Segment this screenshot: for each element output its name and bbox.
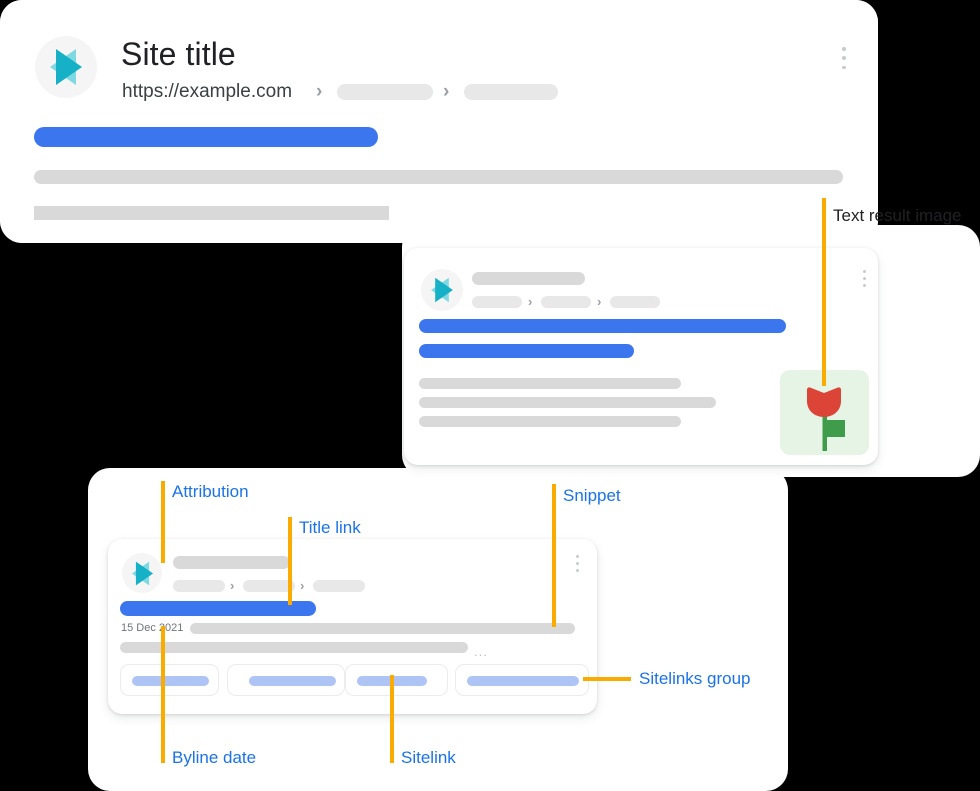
snippet-line	[419, 378, 681, 389]
tulip-flower-icon	[780, 387, 869, 455]
callout-label-text-result-image: Text result image	[833, 206, 962, 225]
site-title: Site title	[121, 36, 236, 72]
byline-date: 15 Dec 2021	[121, 622, 184, 634]
three-dot-menu-icon[interactable]	[838, 47, 850, 69]
callout-label-sitelinks-group: Sitelinks group	[639, 669, 751, 688]
title-link-placeholder[interactable]	[34, 127, 378, 147]
breadcrumb-placeholder	[313, 580, 365, 592]
sitelink-item[interactable]	[227, 664, 345, 696]
leader-line-sitelinks-group	[583, 677, 631, 681]
search-result-card-bottom[interactable]: › › 15 Dec 2021 ...	[108, 539, 597, 714]
breadcrumb-placeholder	[337, 84, 433, 100]
callout-label-sitelink: Sitelink	[401, 748, 456, 767]
attribution-placeholder	[472, 272, 585, 285]
breadcrumb-placeholder	[173, 580, 225, 592]
breadcrumb-placeholder	[464, 84, 558, 100]
breadcrumb-chevron-icon: ›	[528, 294, 533, 309]
search-result-card-top[interactable]: Site title https://example.com › ›	[0, 0, 878, 243]
sitelink-item[interactable]	[120, 664, 219, 696]
three-dot-menu-icon[interactable]	[572, 555, 582, 572]
breadcrumb-chevron-icon: ›	[300, 578, 305, 593]
snippet-line	[190, 623, 575, 634]
snippet-line	[419, 397, 716, 408]
snippet-line	[34, 206, 389, 220]
sitelink-item[interactable]	[345, 664, 448, 696]
breadcrumb-chevron-icon: ›	[316, 81, 323, 102]
snippet-line	[120, 642, 468, 653]
three-dot-menu-icon[interactable]	[859, 270, 869, 287]
sitelink-label-placeholder	[467, 676, 579, 686]
sitelink-label-placeholder	[249, 676, 336, 686]
leader-line-sitelink	[390, 675, 394, 763]
breadcrumb-placeholder	[541, 296, 591, 308]
title-link-placeholder[interactable]	[419, 344, 634, 358]
snippet-line	[419, 416, 681, 427]
sitelink-label-placeholder	[132, 676, 209, 686]
callout-label-byline-date: Byline date	[172, 748, 257, 767]
callout-label-snippet: Snippet	[563, 486, 621, 505]
breadcrumb-placeholder	[610, 296, 660, 308]
sitelink-item[interactable]	[455, 664, 589, 696]
leader-line-text-result-image	[822, 198, 826, 386]
title-link-placeholder[interactable]	[419, 319, 786, 333]
leader-line-title-link	[288, 517, 292, 605]
leader-line-byline-date	[161, 626, 165, 763]
snippet-truncation: ...	[474, 644, 488, 659]
breadcrumb-chevron-icon: ›	[597, 294, 602, 309]
leader-line-snippet	[552, 484, 556, 627]
play-triangle-star-icon	[44, 45, 88, 89]
favicon-avatar	[421, 269, 463, 311]
play-triangle-star-icon	[128, 559, 157, 588]
snippet-line	[34, 170, 843, 184]
callout-label-attribution: Attribution	[172, 482, 249, 501]
attribution-placeholder	[173, 556, 290, 569]
callout-label-title-link: Title link	[299, 518, 361, 537]
breadcrumb-placeholder	[472, 296, 522, 308]
play-triangle-star-icon	[427, 275, 457, 305]
favicon-avatar	[35, 36, 97, 98]
title-link-placeholder[interactable]	[120, 601, 316, 616]
favicon-avatar	[122, 553, 162, 593]
leader-line-attribution	[161, 481, 165, 563]
site-url: https://example.com	[122, 81, 293, 102]
breadcrumb-placeholder	[243, 580, 295, 592]
breadcrumb-chevron-icon: ›	[443, 81, 450, 102]
breadcrumb-chevron-icon: ›	[230, 578, 235, 593]
